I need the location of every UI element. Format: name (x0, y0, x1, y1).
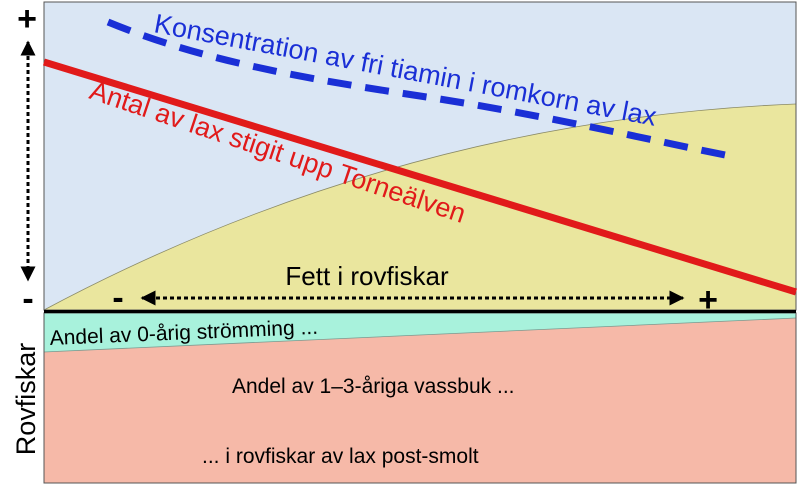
x-axis-minus: - (112, 279, 123, 317)
thiamine-line (106, 18, 731, 160)
x-axis-plus: + (698, 281, 718, 319)
rovfiskar-side-label: Rovfiskar (11, 343, 41, 456)
fat-area-edge (43, 103, 797, 311)
fat-area (44, 104, 796, 310)
y-axis-plus: + (17, 0, 37, 38)
x-axis-label: Fett i rovfiskar (285, 261, 449, 291)
salmon-line (42, 58, 798, 296)
herring-band-edge (43, 317, 797, 353)
y-axis-minus: - (22, 280, 33, 318)
postsmolt-label: ... i rovfiskar av lax post-smolt (202, 445, 479, 468)
herring-band (44, 313, 796, 352)
sprat-label: Andel av 1–3-åriga vassbuk ... (232, 375, 515, 398)
